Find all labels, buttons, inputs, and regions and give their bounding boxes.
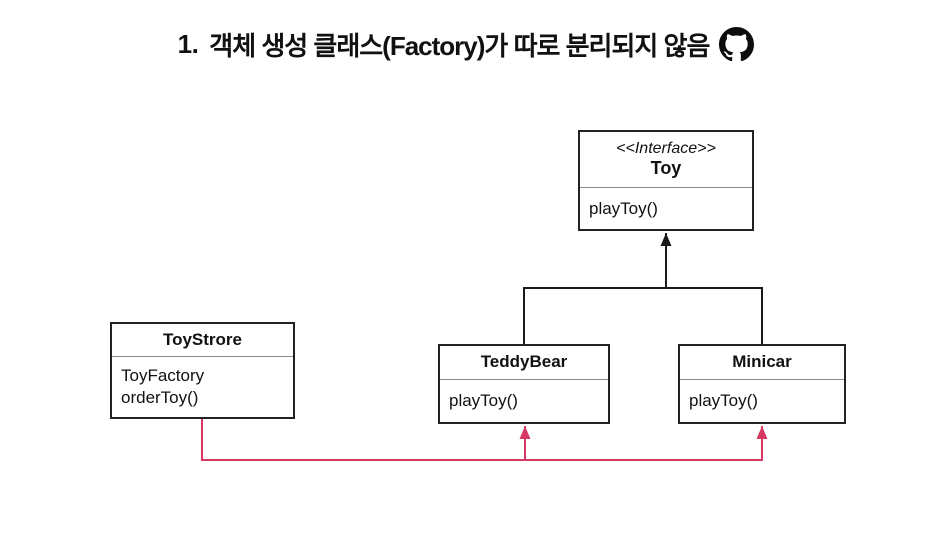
class-box-toystrore: ToyStrore ToyFactory orderToy() (110, 322, 295, 419)
class-member: ToyFactory (121, 366, 205, 385)
class-header-minicar: Minicar (680, 346, 844, 380)
realization-bus-line (523, 287, 763, 344)
class-box-teddybear: TeddyBear playToy() (438, 344, 610, 424)
class-member: orderToy() (121, 388, 199, 407)
github-icon[interactable] (719, 26, 755, 62)
class-member: playToy() (589, 198, 658, 218)
class-members-teddybear: playToy() (440, 380, 608, 422)
page-title: 1. 객체 생성 클래스(Factory)가 따로 분리되지 않음 (0, 22, 932, 66)
class-header-teddybear: TeddyBear (440, 346, 608, 380)
title-text: 객체 생성 클래스(Factory)가 따로 분리되지 않음 (209, 30, 710, 61)
class-name-toystrore: ToyStrore (162, 329, 243, 349)
class-name-toy: Toy (650, 158, 682, 179)
class-members-toystrore: ToyFactory orderToy() (112, 357, 293, 417)
class-member: playToy() (449, 391, 518, 410)
dependency-line-to-minicar (201, 419, 768, 461)
class-box-toy: <<Interface>> Toy playToy() (578, 130, 754, 231)
class-header-toy: <<Interface>> Toy (580, 132, 752, 188)
stereotype-label: <<Interface>> (616, 140, 716, 158)
class-name-minicar: Minicar (732, 352, 792, 372)
title-number: 1. (177, 28, 199, 59)
class-member: playToy() (689, 391, 758, 410)
class-members-toy: playToy() (580, 188, 752, 229)
class-members-minicar: playToy() (680, 380, 844, 422)
class-box-minicar: Minicar playToy() (678, 344, 846, 424)
class-header-toystrore: ToyStrore (112, 324, 293, 357)
class-name-teddybear: TeddyBear (480, 352, 568, 372)
